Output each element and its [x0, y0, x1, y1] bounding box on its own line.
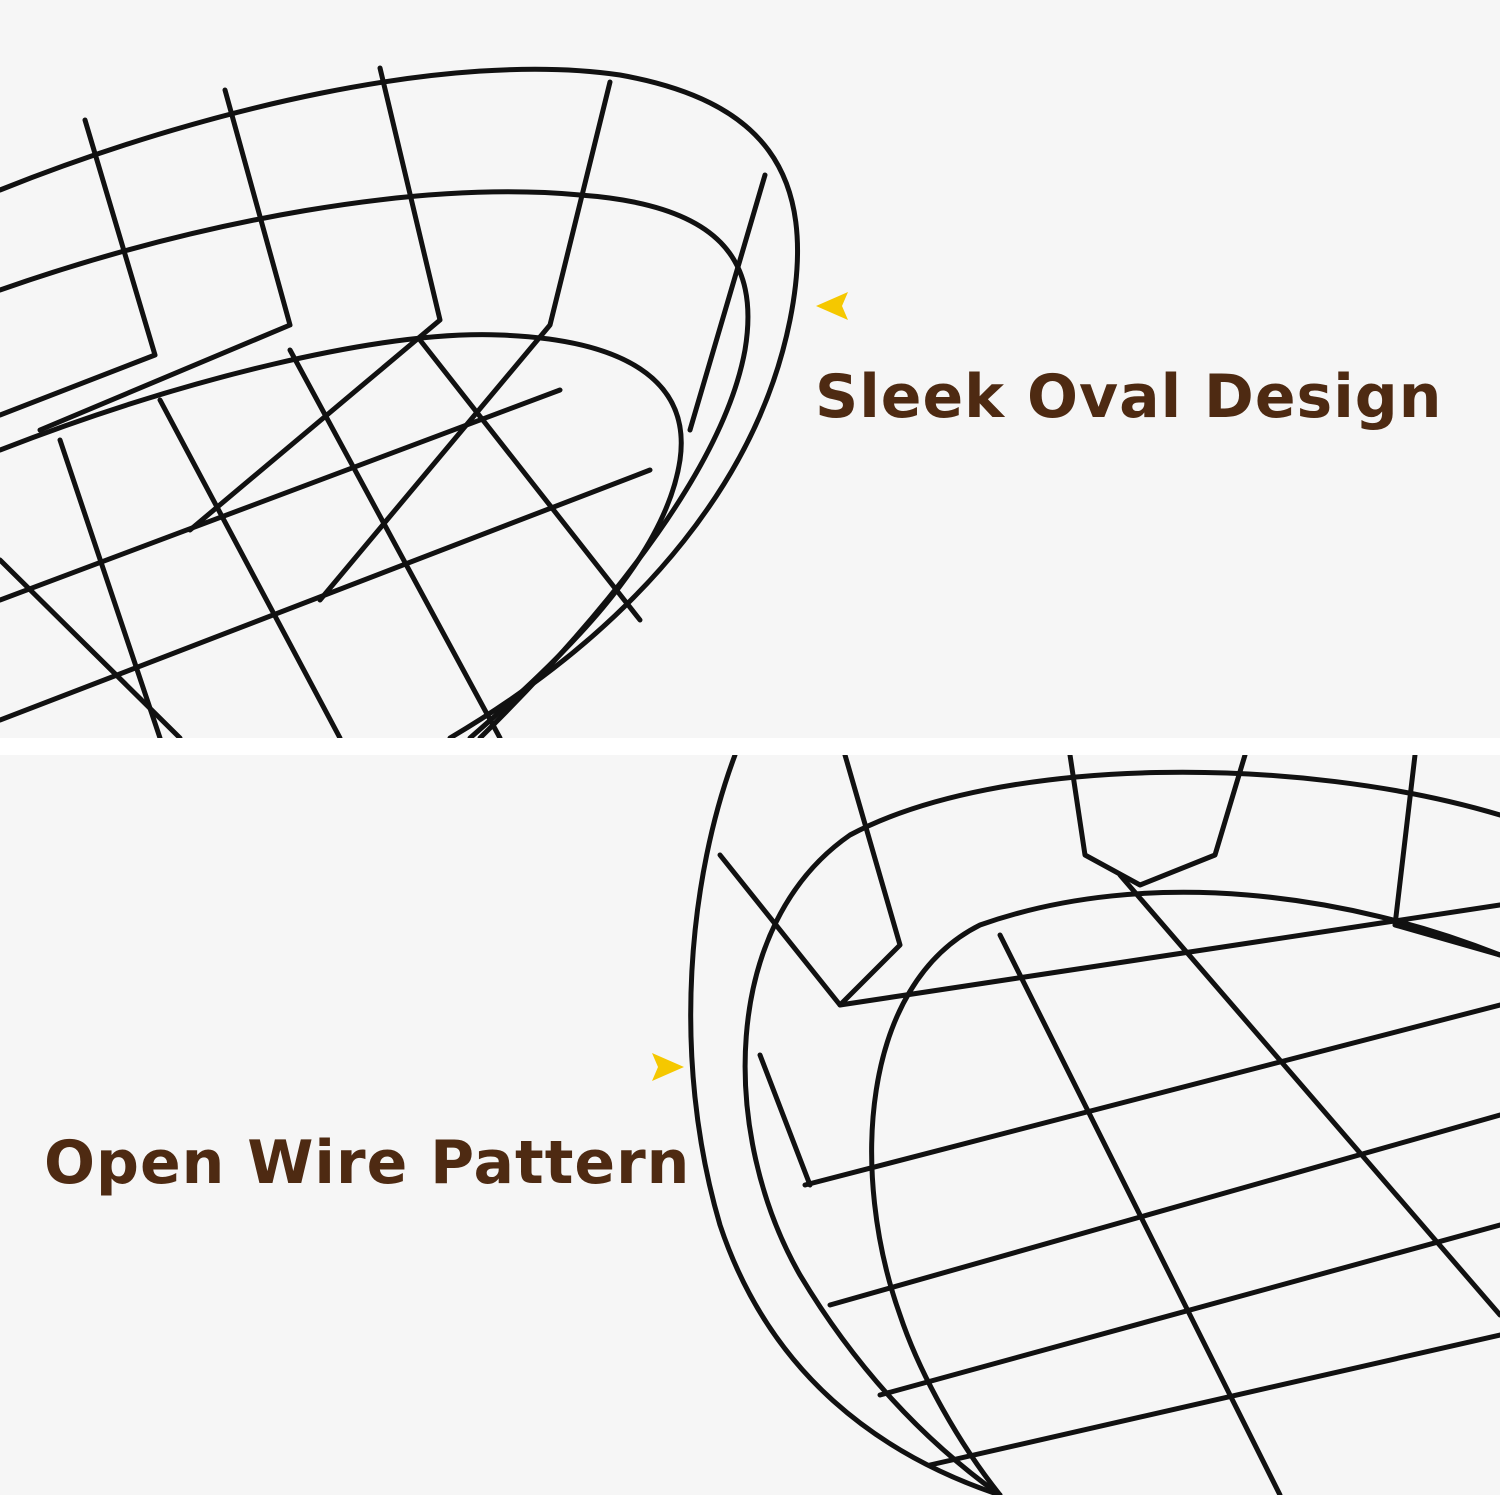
wire-basket-illustration: [688, 755, 1500, 1495]
yellow-pointer-arrow-icon: [652, 1053, 684, 1081]
yellow-pointer-arrow-icon: [816, 292, 848, 320]
feature-caption-oval-design: Sleek Oval Design: [815, 362, 1443, 432]
wire-basket-illustration: [0, 65, 800, 738]
bottom-closeup-photo: [0, 755, 1500, 1495]
feature-caption-wire-pattern: Open Wire Pattern: [44, 1128, 691, 1198]
top-closeup-photo: Sleek Oval Design: [0, 0, 1500, 738]
